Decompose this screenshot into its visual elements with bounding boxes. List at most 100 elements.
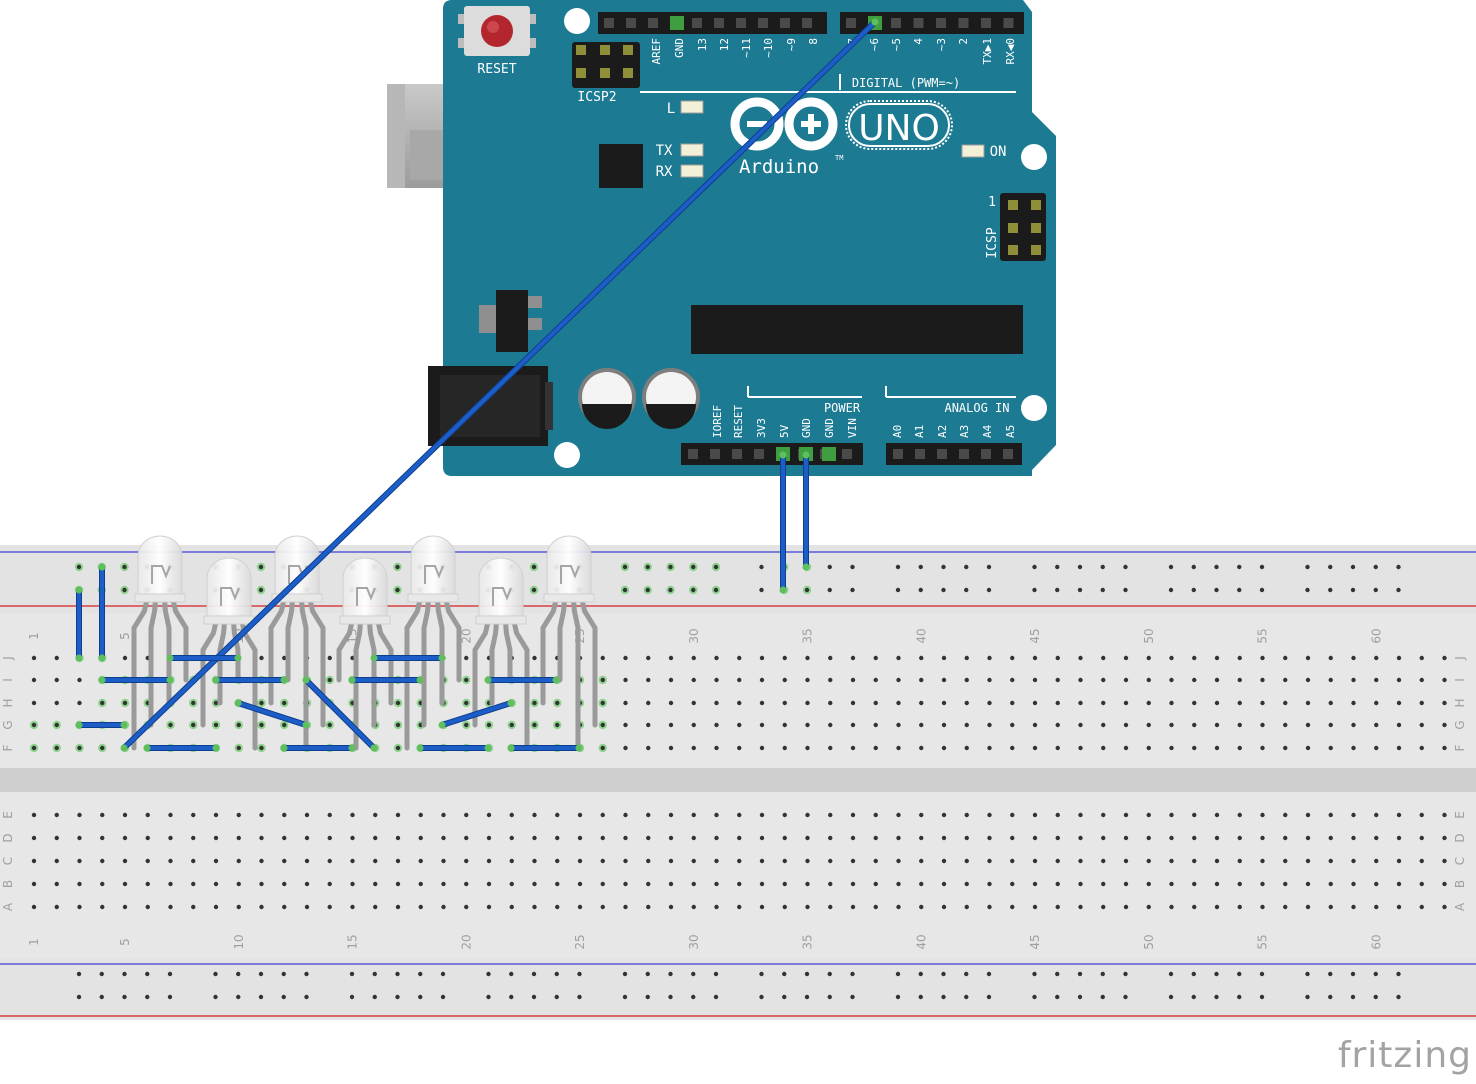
hole (464, 812, 469, 818)
hole (1010, 700, 1015, 706)
hole (600, 835, 605, 841)
hole (1192, 904, 1197, 910)
hole (1305, 881, 1311, 887)
rail-hole (167, 994, 173, 1000)
rgb-leds (131, 535, 598, 751)
hole (1419, 700, 1424, 706)
hole (1101, 700, 1106, 706)
hole (464, 677, 469, 683)
rgb-led (268, 535, 326, 751)
rail-hole (964, 564, 969, 570)
wire-end (348, 676, 356, 684)
rail-hole (850, 564, 855, 570)
hole (782, 904, 787, 910)
led-rim (134, 593, 186, 603)
hole (691, 655, 696, 661)
hole (873, 722, 878, 728)
hole (1146, 881, 1151, 887)
hole (486, 835, 492, 841)
rail-hole (1191, 971, 1196, 977)
hole (828, 904, 833, 910)
hole (873, 745, 878, 751)
hole (1123, 745, 1129, 751)
hole (782, 700, 787, 706)
hole (850, 677, 856, 683)
hole (100, 700, 105, 706)
rail-hole (895, 587, 901, 593)
hole (122, 904, 128, 910)
hole (1032, 655, 1038, 661)
hole (714, 812, 719, 818)
hole (282, 904, 287, 910)
column-number: 30 (687, 628, 701, 643)
column-number: 30 (687, 934, 701, 949)
header-pin (981, 18, 991, 28)
power-label: POWER (824, 401, 861, 415)
hole (668, 904, 674, 910)
hole (668, 677, 674, 683)
hole (77, 835, 82, 841)
hole (373, 904, 378, 910)
rail-hole (486, 971, 491, 977)
hole (1146, 745, 1151, 751)
power-pin-label: IOREF (711, 405, 724, 438)
rail-hole (1237, 587, 1242, 593)
hole (1214, 881, 1220, 887)
hole (759, 881, 765, 887)
rail-hole (804, 994, 810, 1000)
header-pin (937, 449, 947, 459)
hole (1169, 835, 1174, 841)
column-number: 60 (1369, 934, 1383, 949)
rail-hole (850, 587, 855, 593)
hole (509, 858, 514, 864)
rail-hole (645, 564, 650, 570)
rail-hole (645, 971, 650, 977)
hole (1192, 655, 1197, 661)
rail-hole (850, 971, 855, 977)
rail-hole (827, 587, 832, 593)
hole (1260, 700, 1265, 706)
hole (1101, 722, 1106, 728)
hole (623, 835, 628, 841)
hole (213, 700, 219, 706)
bottom-power-rail (0, 958, 1476, 1020)
hole (691, 858, 696, 864)
hole (828, 858, 833, 864)
rail-hole (76, 994, 82, 1000)
icsp2-pin (576, 45, 586, 55)
row-letter: H (1453, 698, 1467, 707)
hole (828, 881, 833, 887)
hole (1078, 858, 1083, 864)
capacitor (642, 368, 700, 429)
column-number: 55 (1256, 628, 1270, 643)
digital-pin-label: 12 (718, 38, 731, 51)
rail-hole (1077, 971, 1083, 977)
hole (828, 700, 833, 706)
hole (282, 858, 287, 864)
hole (1305, 812, 1311, 818)
hole (532, 904, 537, 910)
rail-hole (986, 994, 992, 1000)
rail-hole (941, 994, 946, 1000)
rail-hole (713, 587, 719, 593)
icsp-pin1-label: 1 (988, 195, 996, 210)
wire-end (280, 744, 288, 752)
digital-pin-label: ~9 (785, 38, 798, 51)
wire-end (302, 676, 310, 684)
header-pin (1003, 18, 1014, 28)
hole (896, 812, 901, 818)
hole (1192, 881, 1197, 887)
led-on-label: ON (990, 144, 1007, 160)
column-number: 55 (1256, 934, 1270, 949)
hole (1010, 677, 1015, 683)
rail-hole (1123, 587, 1128, 593)
hole (54, 812, 59, 818)
rail-hole (76, 971, 82, 977)
hole (464, 858, 469, 864)
hole (1283, 677, 1288, 683)
rail-hole (167, 971, 173, 977)
header-pin (958, 18, 969, 28)
hole (191, 881, 196, 887)
rail-hole (1191, 994, 1196, 1000)
hole (1055, 835, 1060, 841)
